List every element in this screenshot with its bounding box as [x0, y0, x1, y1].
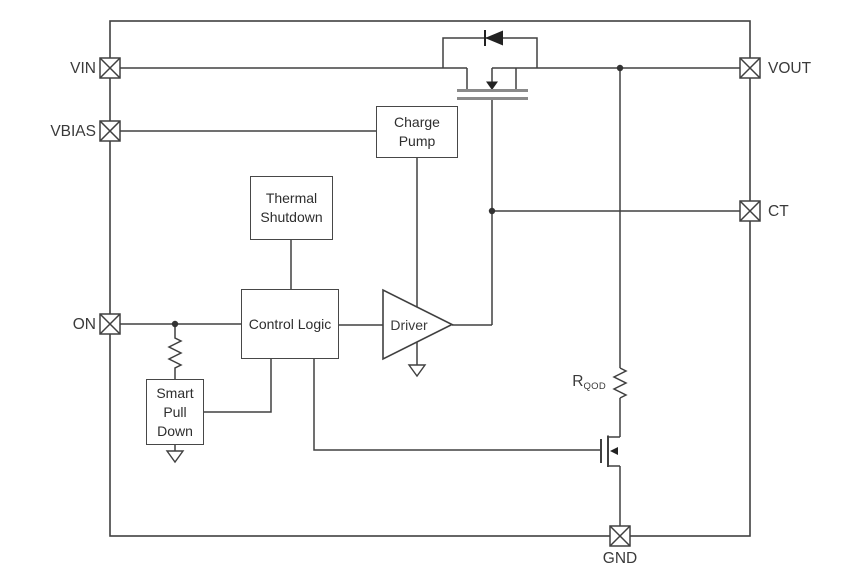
spd-ground-symbol: [165, 445, 185, 464]
gnd-pin: [609, 525, 631, 547]
control-logic-wires: [204, 324, 601, 451]
driver-triangle: [382, 288, 454, 361]
charge-pump-block: Charge Pump: [376, 106, 458, 158]
ct-pin: [739, 200, 761, 222]
vout-pin: [739, 57, 761, 79]
on-pin: [99, 313, 121, 335]
on-label: ON: [72, 316, 96, 333]
vin-pin: [99, 57, 121, 79]
body-diode: [442, 30, 538, 68]
pin-terminals: [99, 57, 761, 547]
on-pulldown-resistor: [167, 324, 183, 379]
rqod-resistor: [612, 367, 628, 399]
qod-fet-body-arrow: [610, 447, 618, 455]
smart-pull-down-block: Smart Pull Down: [146, 379, 204, 445]
driver-label: Driver: [390, 317, 428, 333]
control-logic-label: Control Logic: [248, 315, 332, 332]
vin-label: VIN: [70, 60, 96, 77]
vout-discharge-branch: [608, 68, 628, 526]
vbias-label: VBIAS: [50, 123, 96, 140]
ct-label: CT: [768, 203, 789, 220]
pass-fet-body-arrow: [486, 81, 498, 90]
gnd-label: GND: [602, 550, 638, 567]
thermal-shutdown-label: Thermal Shutdown: [260, 190, 323, 225]
control-to-qod-gate-wire: [313, 359, 601, 451]
rqod-label-base: R: [572, 373, 584, 390]
driver-ground-symbol: [407, 364, 427, 378]
pass-fet: [457, 68, 528, 100]
rqod-label: RQOD: [550, 373, 606, 395]
rqod-label-subscript: QOD: [583, 381, 606, 392]
vout-label: VOUT: [768, 60, 812, 77]
smart-pull-down-label: Smart Pull Down: [156, 384, 194, 439]
thermal-shutdown-block: Thermal Shutdown: [250, 176, 333, 240]
gate-node-wire: [452, 100, 740, 326]
on-node-junction: [171, 320, 179, 328]
control-logic-block: Control Logic: [241, 289, 339, 359]
ic-boundary: [109, 20, 751, 537]
vout-node-junction: [616, 64, 624, 72]
qod-fet: [600, 435, 618, 467]
vin-rail: [120, 67, 740, 89]
charge-pump-label: Charge Pump: [394, 114, 440, 149]
vbias-pin: [99, 120, 121, 142]
ct-node-junction: [488, 207, 496, 215]
control-to-spd-wire: [204, 359, 272, 413]
